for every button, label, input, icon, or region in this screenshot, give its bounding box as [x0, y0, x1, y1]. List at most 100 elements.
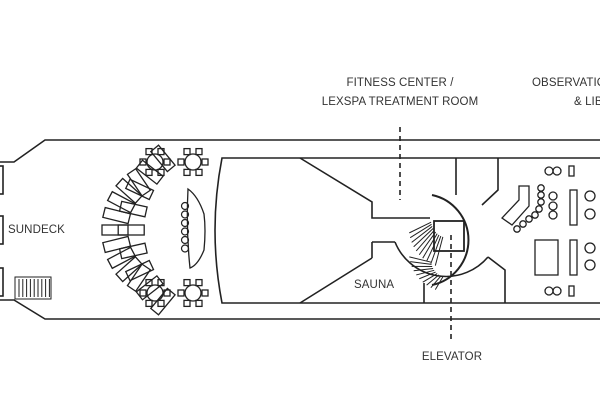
- chair: [145, 147, 153, 156]
- armchair: [548, 210, 558, 220]
- observation-lounge-label: OBSERVATION LOUNGE: [532, 77, 600, 89]
- bar-stool: [180, 210, 190, 219]
- sun-lounger: [106, 246, 137, 270]
- stair-arc: [431, 194, 470, 286]
- sun-lounger: [149, 144, 176, 173]
- elevator-shaft: [433, 220, 465, 252]
- bar-stool: [531, 211, 539, 219]
- chair: [177, 158, 185, 166]
- bar-stool: [535, 205, 543, 213]
- stair-tread: [411, 226, 433, 243]
- bar-stool: [537, 191, 545, 199]
- bar: [501, 185, 530, 226]
- staircase: [409, 221, 444, 290]
- armchair: [552, 166, 562, 176]
- armchair: [584, 259, 596, 271]
- fitness-center-label: FITNESS CENTER /: [346, 77, 454, 89]
- bar-stool: [525, 215, 533, 223]
- chair: [145, 168, 153, 177]
- dining-table: [146, 153, 164, 171]
- chair: [145, 278, 153, 287]
- stair-tread: [419, 271, 436, 280]
- sun-lounger: [124, 259, 155, 282]
- armchair: [548, 191, 558, 201]
- sun-lounger: [126, 263, 152, 293]
- chair: [183, 147, 191, 156]
- bar-stool: [537, 198, 545, 206]
- sun-lounger: [102, 235, 132, 254]
- lexspa-label: LEXSPA TREATMENT ROOM: [321, 96, 479, 108]
- sun-lounger: [118, 200, 148, 218]
- sun-lounger: [117, 224, 145, 236]
- chair: [163, 289, 171, 297]
- chair: [163, 158, 171, 166]
- chair: [157, 168, 165, 177]
- stair-tread: [422, 273, 438, 283]
- side-bench-bottom: [0, 267, 4, 297]
- stair-tread: [434, 276, 444, 290]
- deckhouse-outline: [214, 157, 600, 304]
- bar-stool: [513, 225, 521, 233]
- sun-lounger: [149, 287, 176, 316]
- chair: [157, 278, 165, 287]
- library-label: & LIBRARY: [574, 96, 600, 108]
- stair-tread: [410, 261, 432, 265]
- stair-frame: [14, 276, 52, 300]
- stair-tread: [418, 231, 437, 256]
- lounge-furniture: [501, 165, 596, 297]
- side-bench-mid: [0, 215, 4, 245]
- bar-counter: [186, 187, 206, 269]
- armchair: [544, 286, 554, 296]
- chair: [195, 299, 203, 308]
- stair-tread: [415, 229, 435, 252]
- stair-tread: [426, 274, 440, 286]
- sun-lounger: [106, 190, 137, 214]
- armchair: [584, 242, 596, 254]
- stair-tread: [426, 234, 440, 262]
- stair-tread: [430, 235, 442, 264]
- chair: [195, 147, 203, 156]
- interior-walls: [423, 158, 506, 303]
- armchair: [584, 190, 596, 202]
- side-table: [568, 165, 575, 177]
- sun-lounger: [118, 242, 148, 260]
- bar-stool: [180, 227, 190, 236]
- sun-lounger: [115, 255, 143, 283]
- side-bench-top: [0, 165, 4, 195]
- chair: [201, 158, 209, 166]
- bar-stools: [180, 201, 190, 253]
- sun-loungers: [101, 144, 176, 316]
- chair: [157, 147, 165, 156]
- elevator-label: ELEVATOR: [421, 351, 483, 363]
- dining-table: [184, 284, 202, 302]
- armchair: [552, 286, 562, 296]
- stair-tread: [413, 228, 434, 248]
- chair: [139, 158, 147, 166]
- chair: [145, 299, 153, 308]
- armchair: [544, 166, 554, 176]
- chair: [139, 289, 147, 297]
- sun-lounger: [102, 206, 132, 225]
- sauna-label: SAUNA: [354, 279, 395, 291]
- bar-stool: [519, 220, 527, 228]
- elevator-lobby-arc: [394, 241, 489, 278]
- stair-tread: [409, 223, 432, 239]
- chair: [201, 289, 209, 297]
- bar-stool: [180, 244, 190, 253]
- sofa: [569, 189, 578, 226]
- sundeck-label: SUNDECK: [8, 224, 65, 236]
- armchair: [548, 201, 558, 211]
- dining-table: [146, 284, 164, 302]
- dining-table: [184, 153, 202, 171]
- armchair: [584, 208, 596, 220]
- sun-lounger: [126, 167, 152, 197]
- sun-lounger: [115, 177, 143, 205]
- stair-tread: [430, 275, 442, 288]
- chair: [183, 278, 191, 287]
- stair-tread: [409, 256, 432, 263]
- bar-stool: [180, 235, 190, 245]
- bar-stool: [537, 184, 545, 192]
- stairs-sundeck: [14, 276, 52, 300]
